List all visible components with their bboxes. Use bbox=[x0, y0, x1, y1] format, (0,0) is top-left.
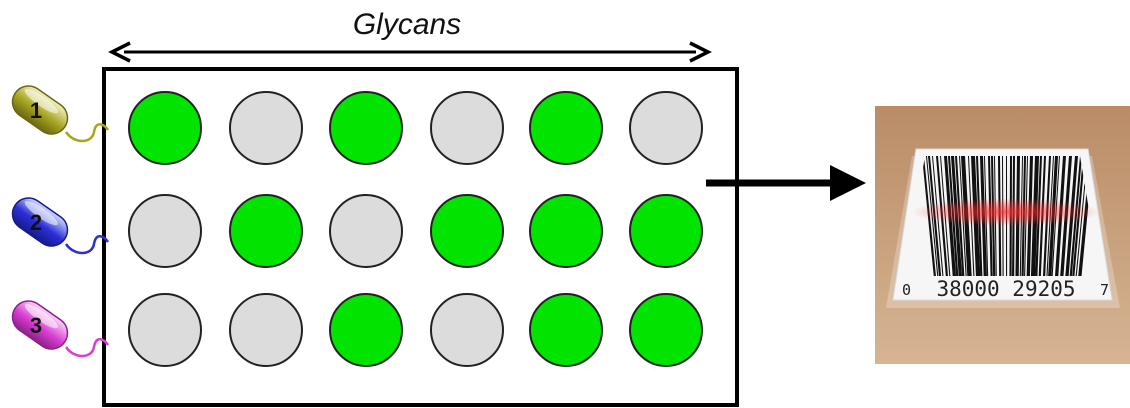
barcode-photo: 0 38000 29205 7 bbox=[875, 106, 1130, 364]
glycan-spot-bound bbox=[629, 194, 703, 268]
glycan-spot-unbound bbox=[229, 91, 303, 165]
glycan-spot-bound bbox=[229, 194, 303, 268]
glycan-spot-grid bbox=[128, 91, 703, 367]
glycan-spot-bound bbox=[329, 293, 403, 367]
glycan-spot-unbound bbox=[430, 293, 504, 367]
glycans-title: Glycans bbox=[353, 8, 461, 41]
barcode-right-digit: 7 bbox=[1100, 281, 1109, 299]
barcode-digits: 38000 29205 bbox=[936, 277, 1075, 301]
flagellum-3 bbox=[64, 338, 110, 358]
bacterium-3 bbox=[11, 300, 69, 350]
bacterium-label-1: 1 bbox=[30, 98, 42, 123]
glycan-spot-unbound bbox=[128, 293, 202, 367]
bacterium-label-3: 3 bbox=[30, 313, 42, 338]
glycan-spot-bound bbox=[529, 91, 603, 165]
scanner-laser bbox=[912, 198, 1100, 226]
glycan-spot-unbound bbox=[629, 91, 703, 165]
glycan-spot-unbound bbox=[128, 194, 202, 268]
glycan-spot-unbound bbox=[229, 293, 303, 367]
glycan-spot-bound bbox=[529, 293, 603, 367]
glycan-spot-unbound bbox=[430, 91, 504, 165]
right-arrow-icon bbox=[706, 165, 866, 201]
bacteria-column: 1 2 3 bbox=[11, 85, 110, 358]
flagellum-2 bbox=[64, 235, 110, 255]
bacterium-label-2: 2 bbox=[30, 210, 42, 235]
flagellum-1 bbox=[64, 123, 110, 143]
glycan-spot-bound bbox=[430, 194, 504, 268]
glycans-double-arrow bbox=[108, 41, 712, 63]
glycan-spot-bound bbox=[329, 91, 403, 165]
glycan-spot-bound bbox=[128, 91, 202, 165]
glycan-spot-bound bbox=[629, 293, 703, 367]
glycan-spot-unbound bbox=[329, 194, 403, 268]
glycan-spot-bound bbox=[529, 194, 603, 268]
bacterium-1 bbox=[11, 85, 69, 135]
bacterium-2 bbox=[11, 197, 69, 247]
barcode-left-digit: 0 bbox=[902, 281, 911, 299]
